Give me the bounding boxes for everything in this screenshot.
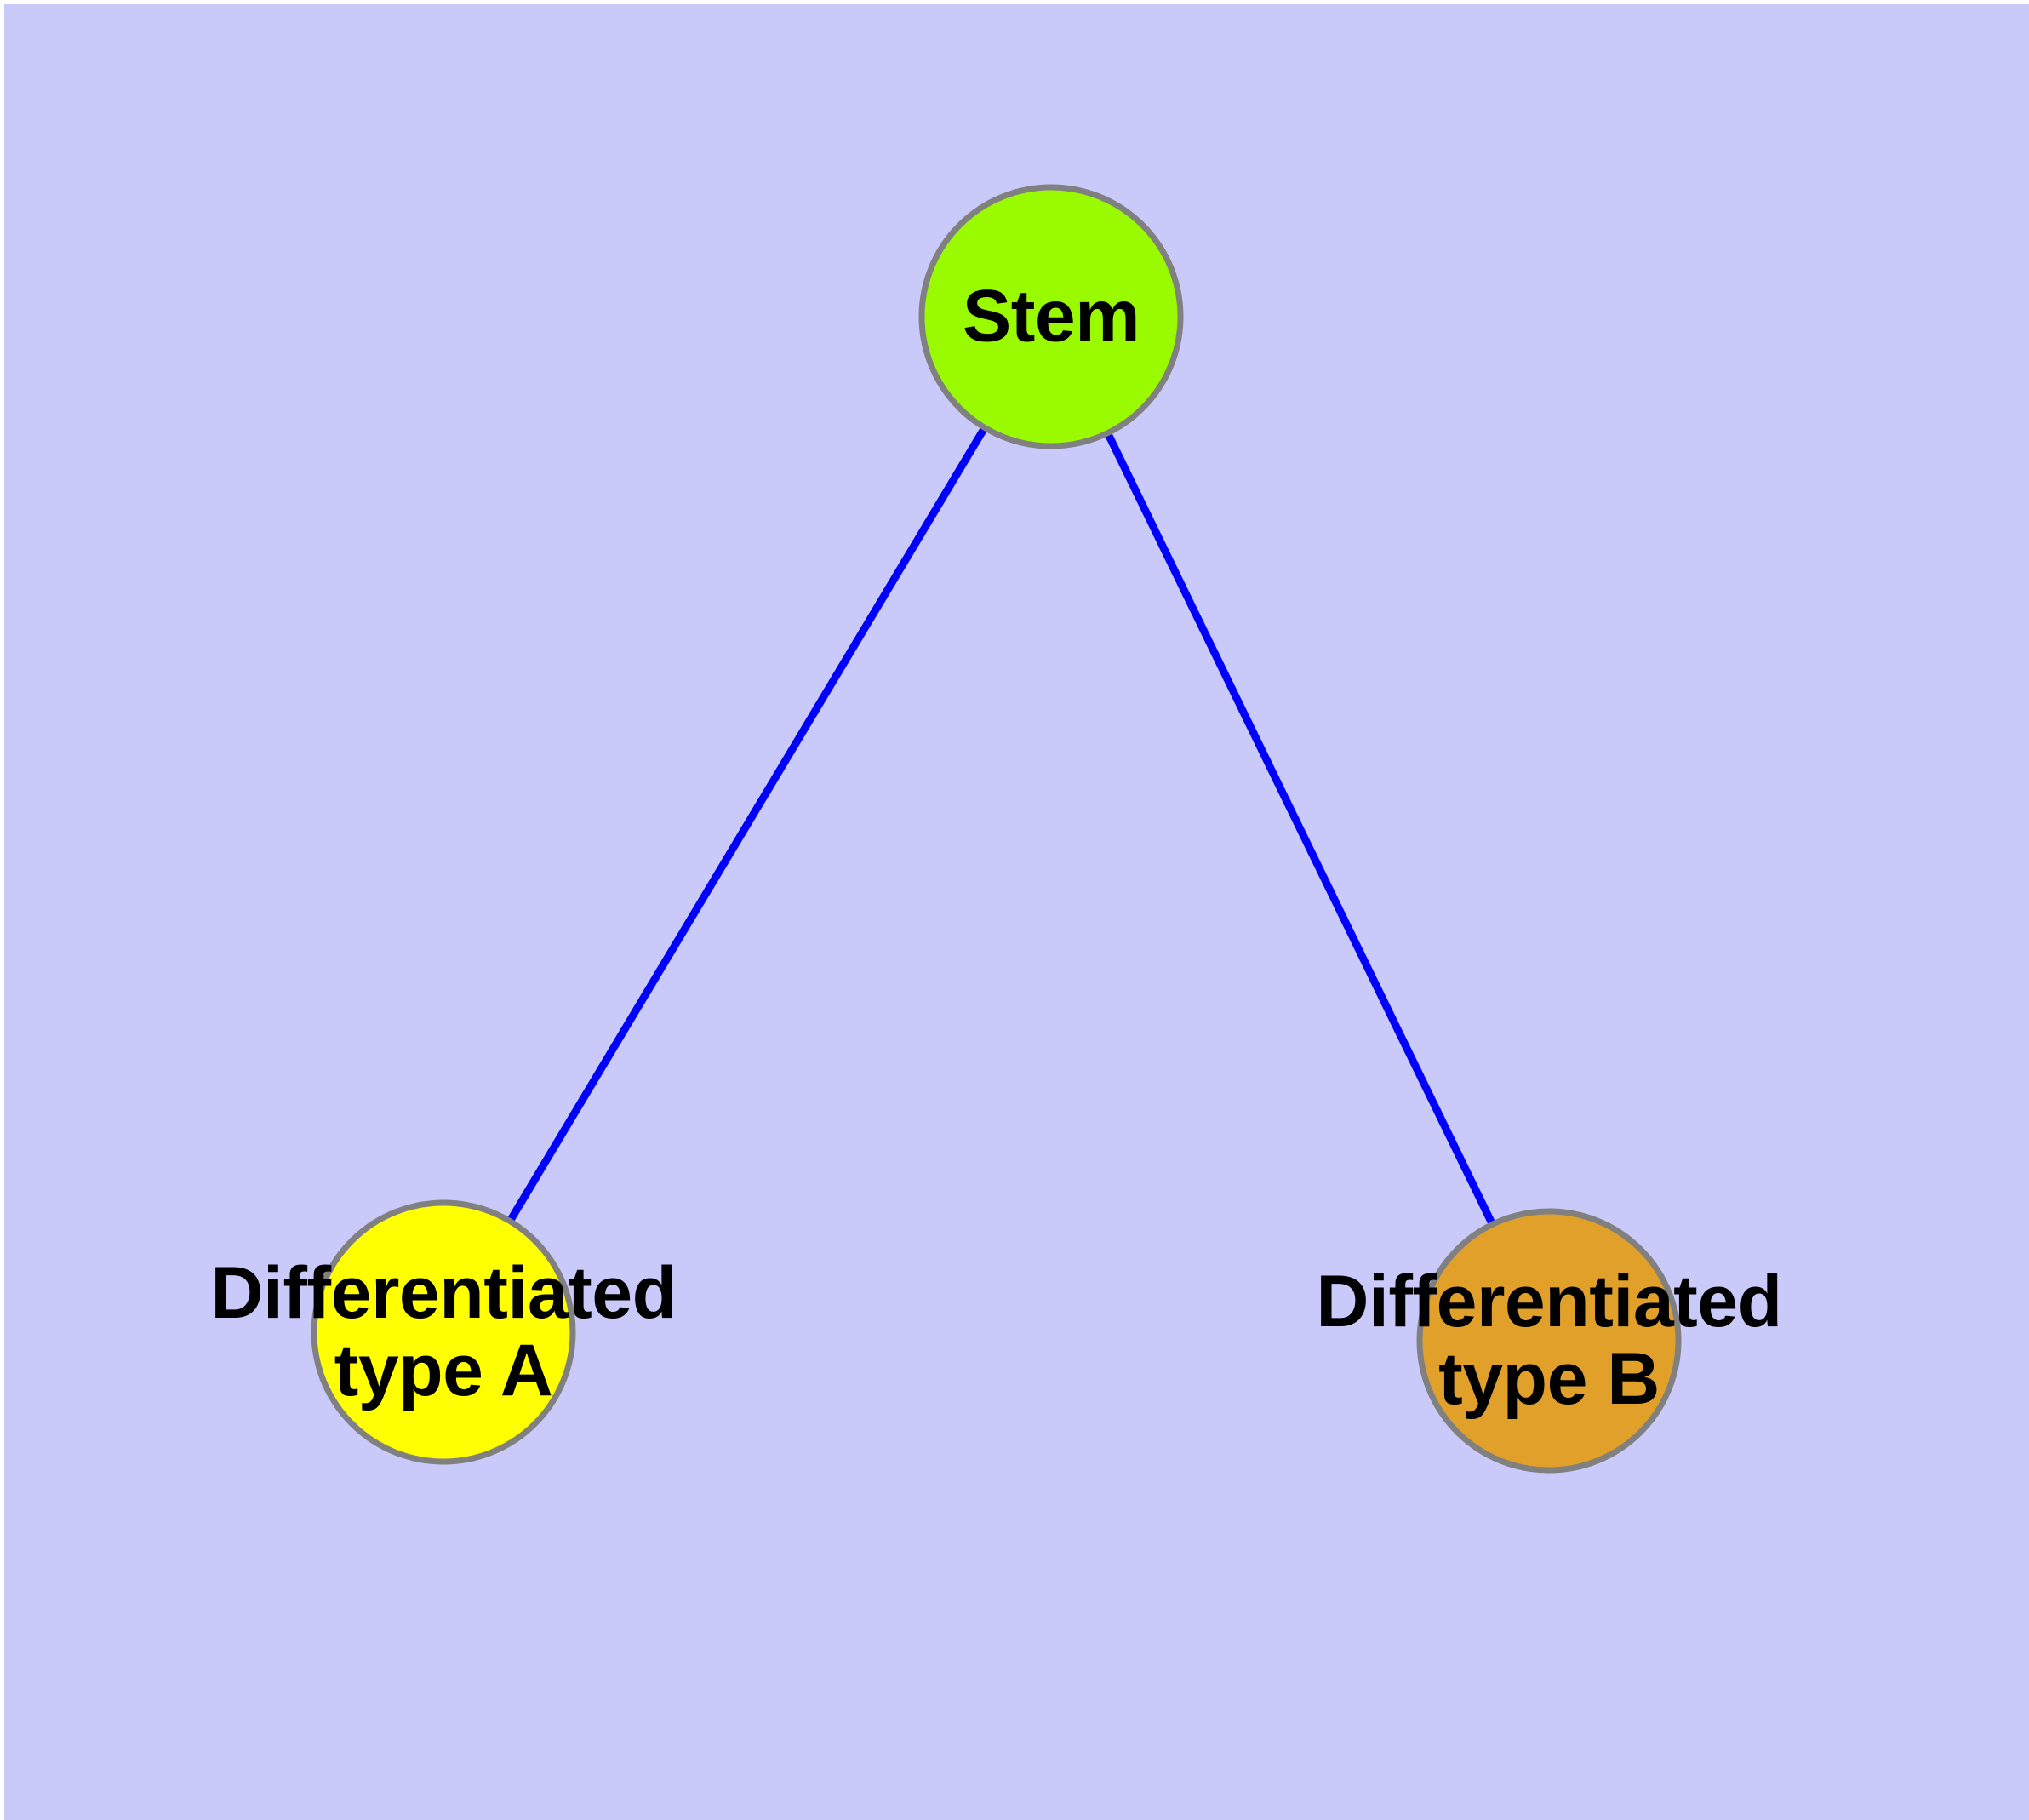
edge-stem-diff-a[interactable] xyxy=(505,422,990,1227)
edge-stem-diff-b[interactable] xyxy=(1102,428,1498,1229)
graph-svg xyxy=(311,184,1682,1474)
node-differentiated-type-b[interactable] xyxy=(1416,1208,1682,1474)
diagram-plot-area: Stem Differentiated type A Differentiate… xyxy=(4,4,2029,1820)
node-differentiated-type-a[interactable] xyxy=(311,1199,576,1465)
node-stem[interactable] xyxy=(918,184,1184,449)
node-layer xyxy=(311,184,1682,1474)
edge-layer xyxy=(505,422,1498,1229)
